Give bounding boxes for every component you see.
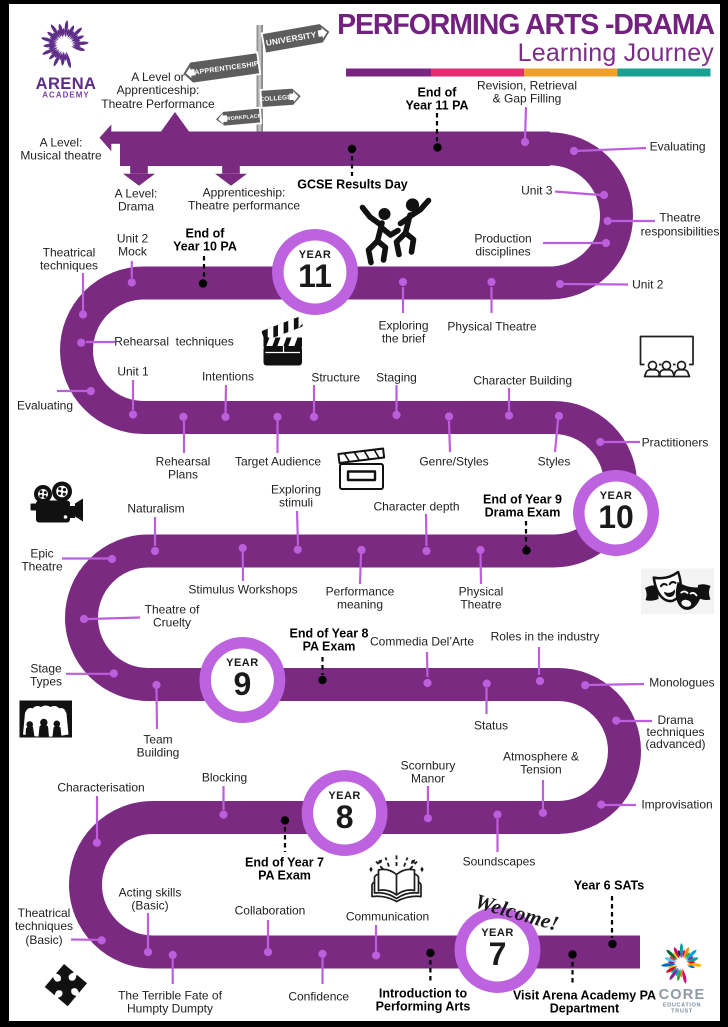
svg-text:COLLEGE: COLLEGE (259, 94, 292, 103)
svg-text:YEAR: YEAR (226, 657, 259, 669)
svg-text:CORE: CORE (659, 987, 706, 1003)
svg-text:WORKPLACE: WORKPLACE (225, 113, 262, 122)
svg-text:8: 8 (336, 799, 354, 835)
svg-text:YEAR: YEAR (299, 249, 332, 261)
svg-text:10: 10 (598, 499, 634, 535)
svg-text:ACADEMY: ACADEMY (42, 91, 89, 100)
svg-text:EDUCATION: EDUCATION (663, 1003, 701, 1009)
svg-text:ARENA: ARENA (36, 75, 97, 93)
svg-text:TRUST: TRUST (671, 1009, 693, 1015)
svg-text:9: 9 (234, 666, 252, 702)
svg-text:11: 11 (298, 258, 332, 294)
svg-text:YEAR: YEAR (328, 790, 361, 802)
svg-text:YEAR: YEAR (481, 927, 514, 939)
svg-text:7: 7 (489, 936, 507, 972)
svg-text:YEAR: YEAR (600, 490, 633, 502)
